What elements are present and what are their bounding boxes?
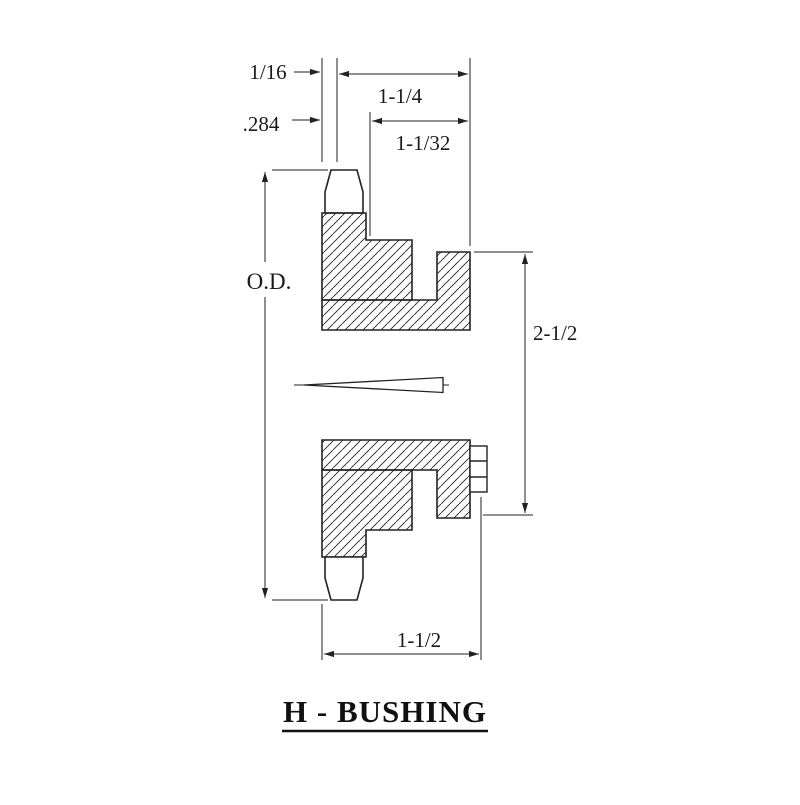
- upper-plate-hub-section: [321, 212, 413, 301]
- tooth-width-dim-label: 1/16: [249, 60, 286, 84]
- drawing-title: H - BUSHING: [283, 694, 487, 729]
- bushing-length-dim-label: 1-1/4: [378, 84, 423, 108]
- hex-cap-screw: [469, 445, 488, 493]
- upper-bushing-flange-section: [321, 251, 471, 331]
- flange-od-dim-label: 2-1/2: [533, 321, 577, 345]
- lower-tooth: [324, 556, 364, 601]
- hex-head: [469, 445, 488, 493]
- od-dim-label: O.D.: [247, 269, 292, 294]
- overall-width-dim-label: 1-1/2: [397, 628, 441, 652]
- upper-tooth: [324, 169, 364, 214]
- dimension-lines: [261, 68, 529, 658]
- hub-projection-dim-label: 1-1/32: [396, 131, 451, 155]
- plate-thickness-dim-label: .284: [243, 112, 280, 136]
- extension-lines: [272, 58, 533, 660]
- lower-plate-hub-section: [321, 469, 413, 558]
- sprocket-bushing-section: [303, 169, 488, 601]
- key: [303, 376, 444, 394]
